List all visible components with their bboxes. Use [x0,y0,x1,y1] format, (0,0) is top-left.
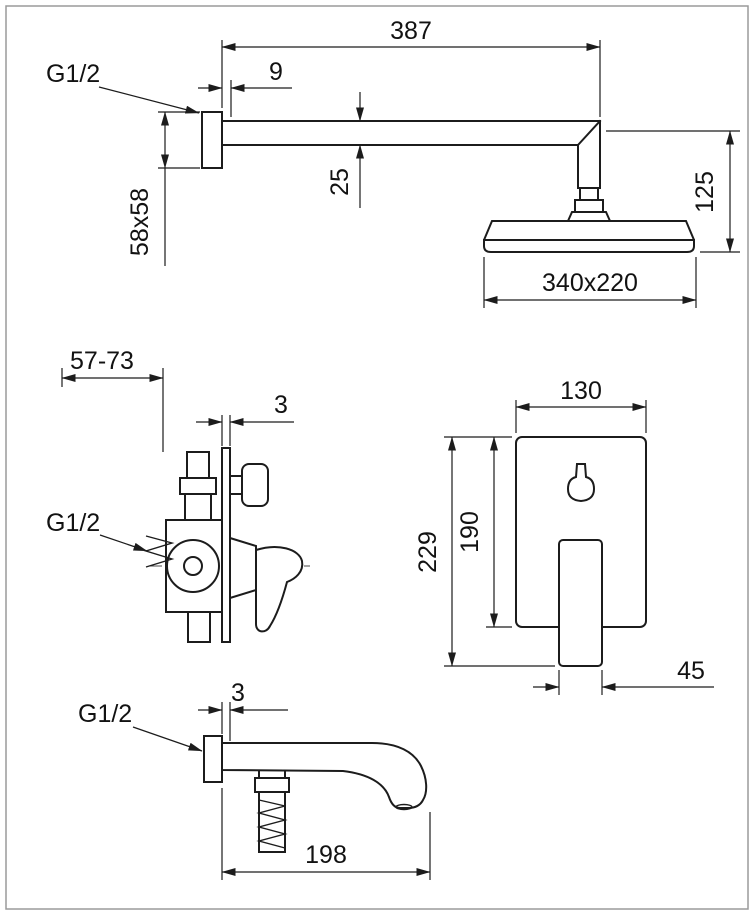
dim-install-depth: 57-73 [70,347,134,375]
diverter-knob-side [241,463,269,507]
arm-miter-line [576,119,602,147]
leader-line [99,534,148,552]
trim-plate-front-view [515,436,647,667]
thread-callout-arm-group: G1/2 [46,60,200,114]
spout-thread-symbol [256,799,288,849]
wall-flange [201,111,223,169]
trim-plate-edge [221,447,231,643]
handle-lever-side [255,546,304,633]
head-connector-nut [574,199,604,213]
page-border [5,5,749,910]
dim-handle-width: 45 [677,657,705,685]
dim-spout-reach: 198 [305,841,347,869]
dim-spout-reach-group: 198 [221,788,431,880]
dim-head-size-group: 340x220 [483,257,697,308]
mixer-side-view [143,447,310,643]
dim-wall-offset: 9 [269,58,283,86]
spout-side-view [203,735,428,853]
dim-flange-size-group: 58x58 [126,111,200,266]
dim-plate-gap-valve-group: 3 [196,391,294,446]
head-connector-stem [579,187,599,201]
dim-plate-gap-valve: 3 [274,391,288,419]
valve-cartridge-center [183,556,203,576]
thread-callout-valve-group: G1/2 [46,509,148,552]
spout-tail-nut [254,777,290,793]
dim-plate-width: 130 [560,377,602,405]
shower-arm-assembly [201,111,695,253]
dim-plate-height-group: 190 [456,436,512,628]
dim-plate-gap-spout: 3 [231,679,245,707]
dim-arm-profile-group: 25 [326,92,364,208]
valve-body [165,519,223,613]
thread-label-valve: G1/2 [46,509,100,537]
thread-callout-spout-group: G1/2 [78,700,203,752]
dim-plate-width-group: 130 [515,377,647,433]
diverter-knob-front [566,463,596,503]
leader-line [132,726,203,752]
dim-handle-width-group: 45 [533,657,714,695]
dim-plate-gap-spout-group: 3 [198,679,288,741]
handle-front [558,539,603,667]
spout-body [221,742,428,809]
valve-cartridge-circle [166,539,220,593]
spout-wall-plate [203,735,223,783]
leader-line [98,86,200,114]
valve-top-stub [186,451,210,479]
valve-bottom-stub [187,611,211,643]
shower-head-body [483,220,695,253]
dim-overall-height: 229 [414,531,442,573]
dim-arm-length: 387 [390,17,432,45]
dim-overall-height-group: 229 [414,436,555,667]
dim-arm-length-group: 387 [221,17,601,117]
dim-plate-height: 190 [456,511,484,553]
spout-outlet [395,803,413,811]
diverter-stem-side [229,475,243,495]
dim-arm-profile: 25 [326,168,354,196]
valve-top-nut [179,477,217,495]
dim-flange-size: 58x58 [126,188,154,256]
thread-label-arm: G1/2 [46,60,100,88]
head-connector-flare [566,211,612,222]
dim-wall-offset-group: 9 [198,58,292,117]
dim-drop-height: 125 [691,171,719,213]
dim-head-size: 340x220 [542,269,638,297]
dim-drop-height-group: 125 [606,130,740,253]
thread-label-spout: G1/2 [78,700,132,728]
handle-cone-side [229,536,257,600]
dim-install-depth-group: 57-73 [61,347,164,452]
valve-top-neck [184,493,212,521]
